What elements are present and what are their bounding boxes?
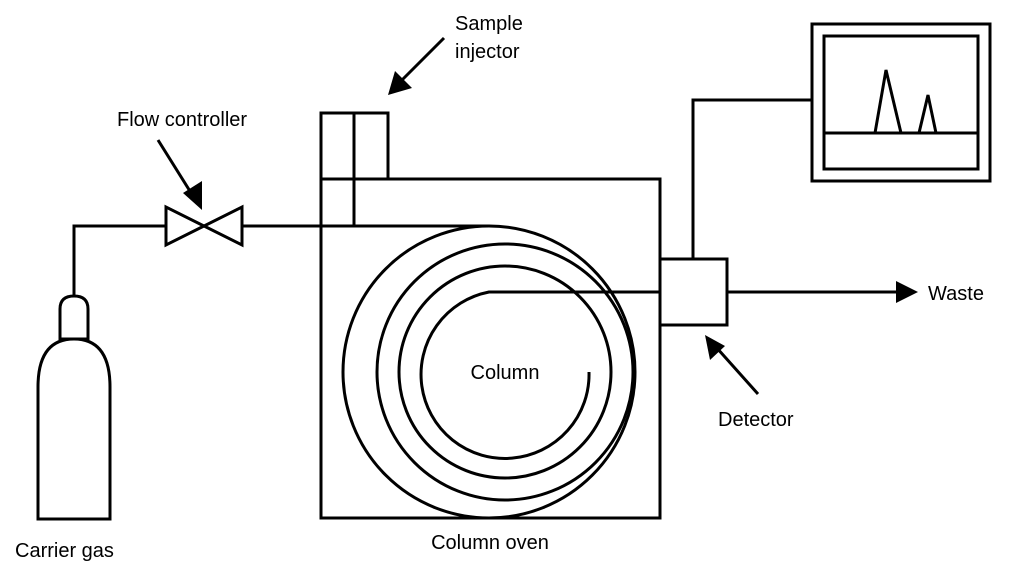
detector-box bbox=[658, 257, 729, 327]
sample-injector-pointer bbox=[388, 36, 446, 95]
valve-left bbox=[164, 204, 208, 248]
signal-cable bbox=[691, 98, 812, 259]
detector-arrow-shaft bbox=[714, 346, 760, 395]
carrier-gas-label: Carrier gas bbox=[15, 540, 114, 562]
waste-label: Waste bbox=[928, 283, 984, 305]
waste-arrowhead bbox=[896, 281, 918, 303]
column-oven-label: Column oven bbox=[431, 532, 549, 554]
column-coil-inner bbox=[419, 290, 660, 460]
chromatogram-trace bbox=[830, 69, 973, 135]
detector-pointer bbox=[705, 335, 760, 395]
recorder-display bbox=[810, 22, 992, 183]
detector-label: Detector bbox=[718, 409, 794, 431]
flow-controller-pointer bbox=[156, 139, 202, 210]
cylinder-neck bbox=[58, 294, 90, 341]
carrier-gas-cylinder bbox=[36, 294, 112, 521]
flow-controller-valve bbox=[164, 204, 244, 248]
flow-controller-label: Flow controller bbox=[117, 109, 247, 131]
column-label: Column bbox=[471, 362, 540, 384]
sample-injector-label-line1: Sample bbox=[455, 13, 523, 35]
display-screen bbox=[822, 34, 980, 171]
sample-injector-arrowhead bbox=[388, 71, 412, 95]
sample-injector bbox=[319, 111, 390, 226]
gas-line-cylinder bbox=[72, 224, 166, 296]
column-coil bbox=[341, 224, 660, 520]
column-coil-outer bbox=[341, 224, 637, 520]
column-coil-mid-inner bbox=[397, 264, 613, 480]
cylinder-body bbox=[36, 337, 112, 521]
valve-right bbox=[200, 204, 244, 248]
flow-controller-arrow-shaft bbox=[156, 139, 195, 197]
detector-arrowhead bbox=[705, 335, 725, 360]
column-coil-middle bbox=[375, 242, 635, 502]
sample-injector-arrow-shaft bbox=[398, 36, 446, 84]
flow-controller-arrowhead bbox=[183, 181, 202, 210]
sample-injector-label-line2: injector bbox=[455, 41, 520, 63]
